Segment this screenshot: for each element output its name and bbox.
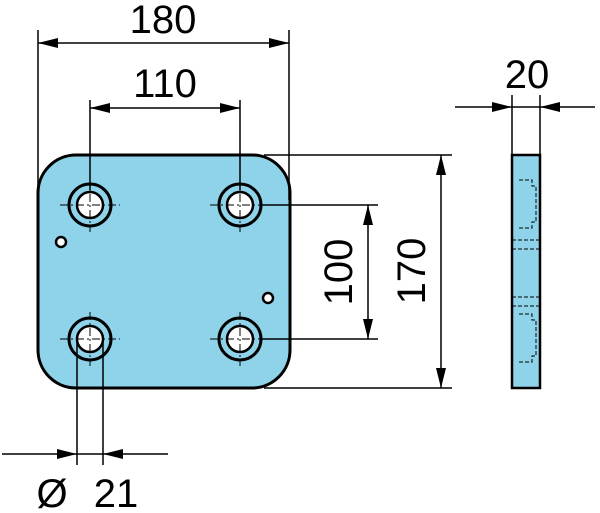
dimension-thickness: 20: [455, 53, 595, 155]
pin-hole: [54, 235, 68, 249]
dimension-label-overall-height: 170: [390, 238, 434, 305]
dimension-overall-height: 170: [264, 154, 452, 389]
side-view-outline: [510, 153, 542, 390]
dimension-label-hole-spacing-vertical: 100: [317, 239, 361, 306]
bolt-hole: [210, 312, 270, 366]
dimension-label-overall-width: 180: [130, 0, 197, 42]
diameter-symbol: Ø: [36, 472, 67, 513]
plate-side-view: [510, 153, 542, 390]
dimension-label-thickness: 20: [505, 53, 550, 97]
dimension-label-hole-spacing-horizontal: 110: [133, 62, 197, 106]
dimension-overall-width: 180: [37, 0, 290, 200]
dimension-hole-spacing-horizontal: 110: [89, 62, 241, 190]
plate-front-view: [36, 153, 292, 390]
dimension-label-hole-diameter: 21: [94, 472, 139, 513]
dimension-hole-diameter: Ø 21: [2, 339, 168, 513]
pin-hole: [261, 291, 275, 305]
dimension-hole-spacing-vertical: 100: [262, 204, 378, 340]
